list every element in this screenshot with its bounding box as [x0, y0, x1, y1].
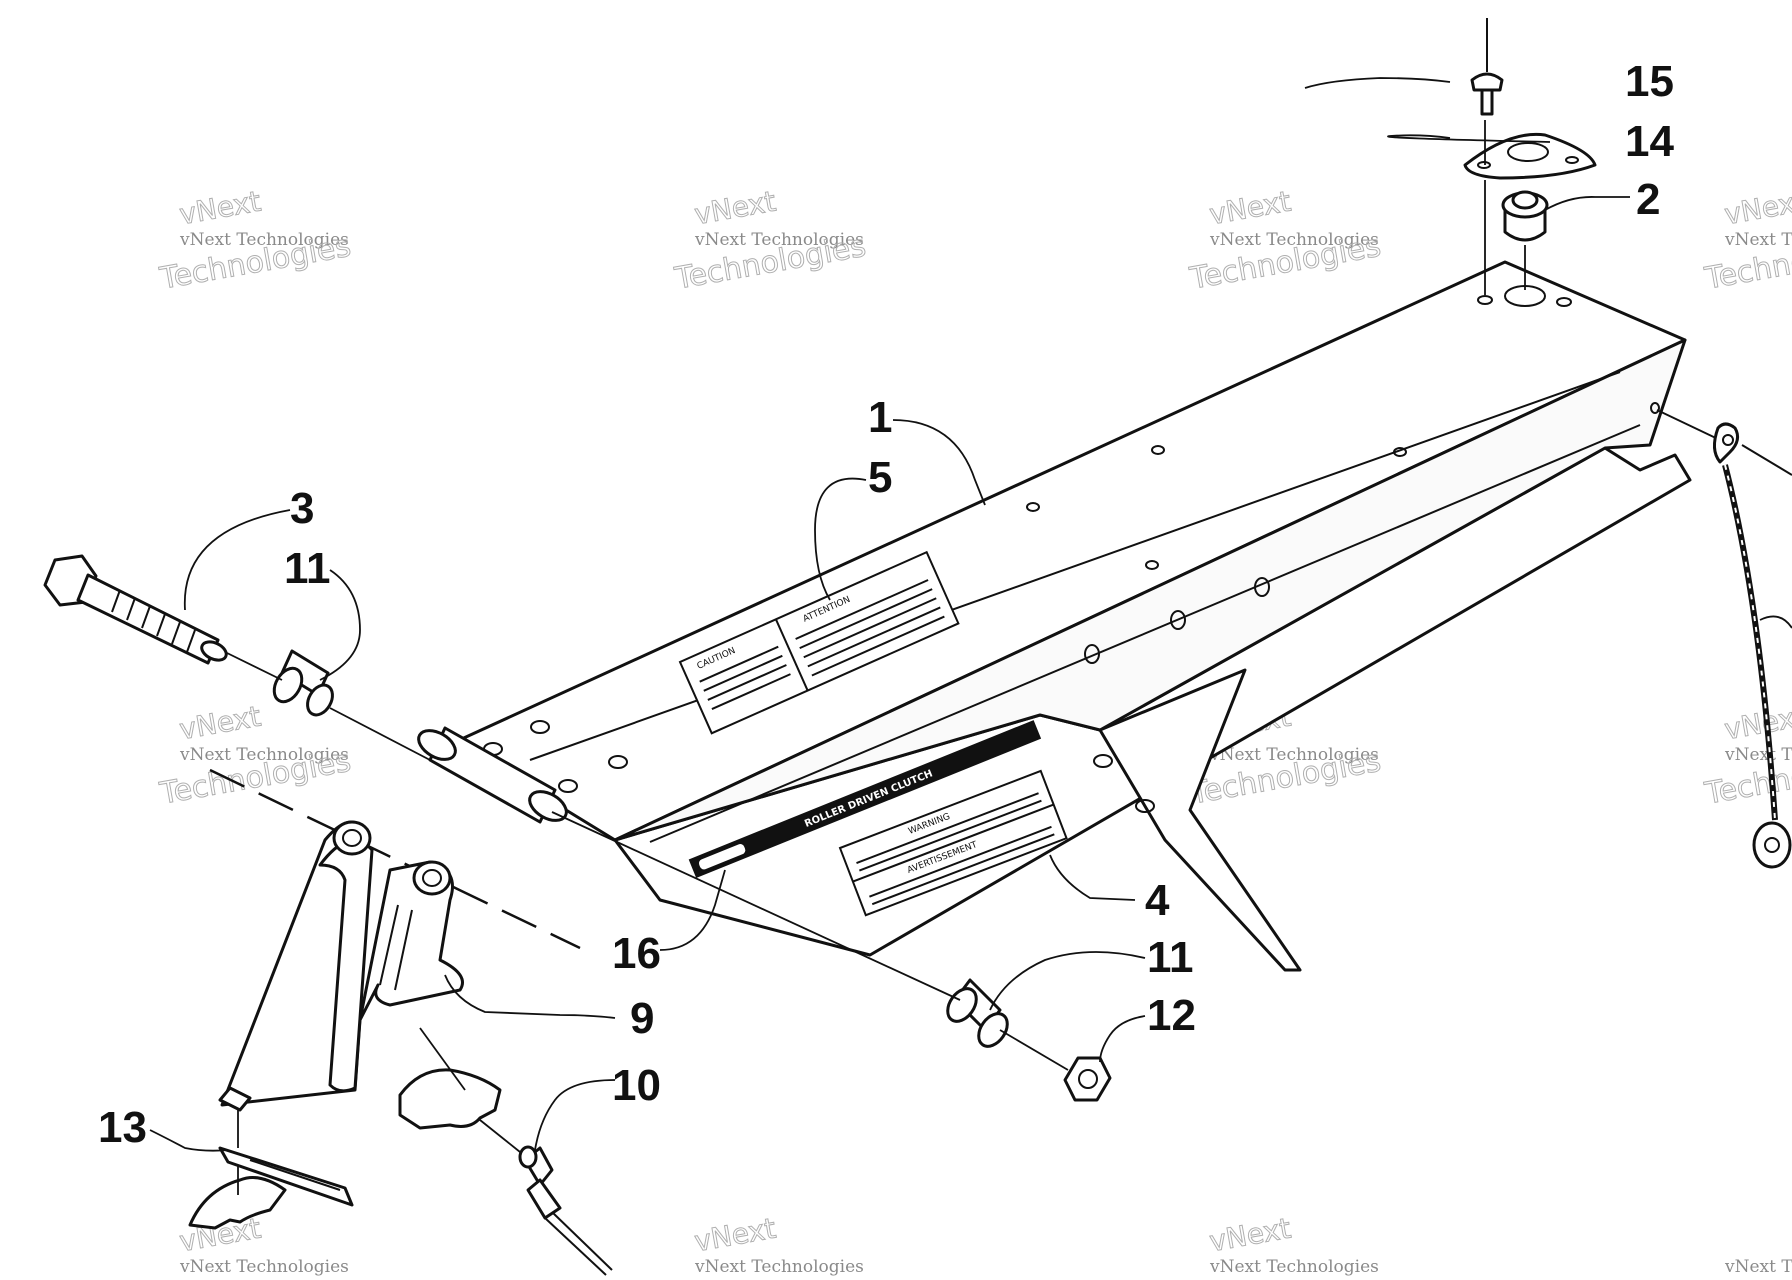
- callout-11-right: 11: [1147, 933, 1194, 982]
- callouts: 1 2 3 4 5 9 10 11 11 12 13 14 15 16: [98, 57, 1674, 1152]
- part-3-bolt: [43, 554, 228, 665]
- watermark-vnext: vNext: [692, 185, 778, 232]
- callout-1: 1: [868, 393, 892, 442]
- watermark-text: vNext Technologies: [1209, 1257, 1379, 1277]
- callout-4: 4: [1145, 876, 1170, 925]
- watermark-text: vNext Technologies: [1724, 745, 1792, 765]
- callout-13: 13: [98, 1103, 147, 1152]
- center-line: [209, 768, 581, 950]
- callout-16: 16: [612, 929, 661, 978]
- part-15-rivet: [1470, 18, 1504, 116]
- part-12-nut: [1063, 1056, 1112, 1102]
- watermark-vnext: vNext: [1207, 1212, 1293, 1259]
- part-14-plate: [1463, 132, 1597, 180]
- watermark-text: vNext Technologies: [179, 745, 349, 765]
- callout-14: 14: [1625, 117, 1674, 166]
- watermark-text: vNext Technologies: [1209, 230, 1379, 250]
- callout-2: 2: [1636, 175, 1660, 224]
- watermark: vNext vNext Technologies Technologies: [1186, 184, 1384, 297]
- watermark-text: vNext Technologies: [179, 1257, 349, 1277]
- watermark-text: vNext Technologies: [694, 1257, 864, 1277]
- callout-11-left: 11: [284, 544, 331, 593]
- watermark-text: vNext Technologies: [1724, 1257, 1792, 1277]
- watermark: vNext vNext Technologies Technologies: [1701, 184, 1792, 297]
- watermark: vNext vNext Technologies Technologies: [156, 699, 354, 812]
- part-9-bracket: [218, 820, 464, 1112]
- watermark-vnext: vNext: [177, 185, 263, 232]
- watermark: vNext vNext Technologies: [691, 1211, 864, 1277]
- watermark-vnext: vNext: [1722, 185, 1792, 232]
- watermark-vnext: vNext: [1207, 185, 1293, 232]
- watermark: vNext Technologies: [1724, 1257, 1792, 1277]
- pivot-tube: [417, 726, 568, 824]
- watermark-vnext: vNext: [692, 1212, 778, 1259]
- part-13-strap: [188, 1110, 354, 1230]
- callout-3: 3: [290, 484, 314, 533]
- watermark-text: vNext Technologies: [179, 230, 349, 250]
- watermark-vnext: vNext: [177, 700, 263, 747]
- callout-10: 10: [612, 1061, 661, 1110]
- part-10-rivet: [398, 1027, 613, 1276]
- watermark: vNext vNext Technologies Technologies: [1701, 699, 1792, 812]
- part-2-grommet: [1501, 190, 1549, 242]
- callout-5: 5: [868, 453, 892, 502]
- watermark-text: vNext Technologies: [694, 230, 864, 250]
- watermark: vNext vNext Technologies: [1206, 1211, 1379, 1277]
- watermark-text: vNext Technologies: [1209, 745, 1379, 765]
- watermark-text: vNext Technologies: [1724, 230, 1792, 250]
- leader-lines: [149, 77, 1630, 1152]
- callout-15: 15: [1625, 57, 1674, 106]
- watermark: vNext vNext Technologies Technologies: [156, 184, 354, 297]
- watermark-vnext: vNext: [1722, 700, 1792, 747]
- callout-12: 12: [1147, 991, 1196, 1040]
- watermark: vNext vNext Technologies Technologies: [671, 184, 869, 297]
- part-1-frame-beam: CAUTION ATTENTION ROLLER DRIVEN CLUTCH W…: [417, 260, 1692, 972]
- callout-9: 9: [630, 994, 654, 1043]
- part-11-spacer-left: [272, 649, 334, 717]
- safety-cable: [1656, 409, 1792, 869]
